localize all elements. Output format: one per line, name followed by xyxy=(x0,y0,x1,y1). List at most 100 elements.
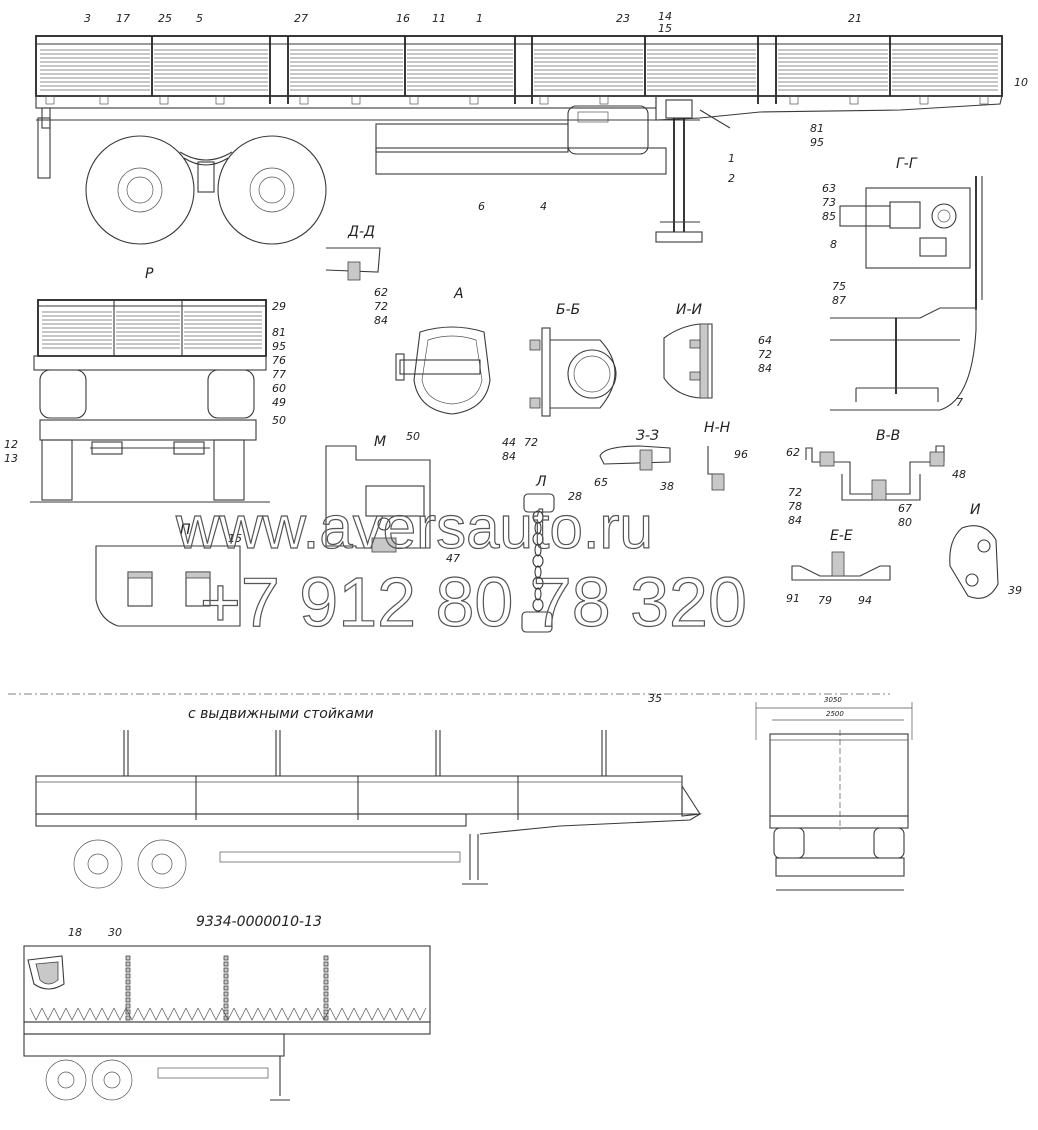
view-p xyxy=(95,545,241,627)
callout-number: 62 xyxy=(786,446,800,459)
tent-rope xyxy=(329,1007,343,1021)
tent-rope xyxy=(353,1007,367,1021)
callout-number: 96 xyxy=(734,448,748,461)
view-nn-label: Н-Н xyxy=(704,420,731,436)
chain-link xyxy=(532,554,544,568)
tent-post-segment xyxy=(323,985,329,991)
callout-number: 18 xyxy=(68,926,82,939)
frame-bracket xyxy=(979,95,989,105)
callout-number: 65 xyxy=(594,476,608,489)
tent-post-segment xyxy=(323,961,329,967)
tent-rope xyxy=(149,1007,163,1021)
tent-rope xyxy=(29,1007,43,1021)
view-vv xyxy=(805,445,945,501)
tent-post-segment xyxy=(223,961,229,967)
tent-rope xyxy=(125,1007,139,1021)
tent-rope xyxy=(77,1007,91,1021)
callout-number: 80 xyxy=(898,516,912,529)
tent-rope xyxy=(197,1007,211,1021)
callout-number: 94 xyxy=(858,594,872,607)
frame-bracket xyxy=(99,95,109,105)
frame-bracket xyxy=(849,95,859,105)
tent-post-segment xyxy=(223,985,229,991)
callout-number: 50 xyxy=(406,430,420,443)
callout-number: 48 xyxy=(952,468,966,481)
tent-rope xyxy=(281,1007,295,1021)
frame-bracket xyxy=(299,95,309,105)
callout-number: 72 xyxy=(374,300,388,313)
callout-number: 17 xyxy=(116,12,130,25)
view-gg xyxy=(830,176,983,411)
view-p-label: П xyxy=(180,522,191,538)
tent-rope xyxy=(365,1007,379,1021)
callout-number: 4 xyxy=(540,200,547,213)
view-nn xyxy=(707,446,725,491)
view-a xyxy=(395,326,491,415)
chain-link xyxy=(532,510,544,524)
callout-number: 60 xyxy=(272,382,286,395)
callout-number: 30 xyxy=(108,926,122,939)
model-caption: 9334-0000010-13 xyxy=(196,914,322,930)
chain-link xyxy=(532,576,544,590)
tent-post-segment xyxy=(125,1015,131,1021)
tent-rope xyxy=(389,1007,403,1021)
view-ii-label: И-И xyxy=(676,302,703,318)
callout-number: 72 xyxy=(788,486,802,499)
tent-post-segment xyxy=(323,955,329,961)
callout-number: 7 xyxy=(956,396,963,409)
tent-rope xyxy=(341,1007,355,1021)
view-l xyxy=(521,493,555,633)
view-ee-label: Е-Е xyxy=(830,528,853,544)
callout-number: 73 xyxy=(822,196,836,209)
callout-number: 81 xyxy=(810,122,824,135)
tent-post-segment xyxy=(323,997,329,1003)
tent-post-segment xyxy=(223,979,229,985)
tent-post-segment xyxy=(125,985,131,991)
callout-number: 1 xyxy=(476,12,483,25)
tent-post-segment xyxy=(125,955,131,961)
tent-post-segment xyxy=(323,979,329,985)
chain-link xyxy=(532,598,544,612)
callout-number: 38 xyxy=(660,480,674,493)
callout-number: 25 xyxy=(158,12,172,25)
view-a-label: А xyxy=(453,286,464,302)
tent-post-segment xyxy=(223,991,229,997)
tent-post-segment xyxy=(323,1003,329,1009)
frame-bracket xyxy=(45,95,55,105)
view-l-label: Л xyxy=(535,474,547,490)
tent-post-segment xyxy=(125,1003,131,1009)
callout-number: 84 xyxy=(374,314,388,327)
tent-rope xyxy=(305,1007,319,1021)
tent-rope xyxy=(101,1007,115,1021)
callout-number: 8 xyxy=(830,238,837,251)
callout-number: 87 xyxy=(832,294,846,307)
chain-link xyxy=(534,587,542,601)
view-bb xyxy=(529,327,617,417)
callout-number: 91 xyxy=(786,592,800,605)
callout-number: 77 xyxy=(272,368,286,381)
main-side-view xyxy=(35,35,1003,245)
callout-number: 2 xyxy=(728,172,735,185)
callout-number: 95 xyxy=(810,136,824,149)
tent-rope xyxy=(293,1007,307,1021)
tent-post-segment xyxy=(323,967,329,973)
view-dd xyxy=(325,247,381,281)
watermark-phone: +7 912 80 78 320 xyxy=(200,563,747,641)
callout-number: 72 xyxy=(758,348,772,361)
callout-number: 29 xyxy=(272,300,286,313)
watermark: www.aversauto.ru +7 912 80 78 320 xyxy=(174,493,747,641)
frame-bracket xyxy=(215,95,225,105)
callout-number: 1 xyxy=(728,152,735,165)
callout-number: 6 xyxy=(478,200,485,213)
section-labels: Р А Б-Б И-И Д-Д Г-Г М Л З-З Н-Н В-В Е-Е … xyxy=(145,156,981,930)
frame-bracket xyxy=(599,95,609,105)
tent-rope xyxy=(221,1007,235,1021)
callout-number: 64 xyxy=(758,334,772,347)
callout-number: 49 xyxy=(272,396,286,409)
tent-post-segment xyxy=(125,979,131,985)
callout-number: 12 xyxy=(4,438,18,451)
tent-post-segment xyxy=(125,991,131,997)
callout-number: 85 xyxy=(822,210,836,223)
callout-number: 35 xyxy=(648,692,662,705)
